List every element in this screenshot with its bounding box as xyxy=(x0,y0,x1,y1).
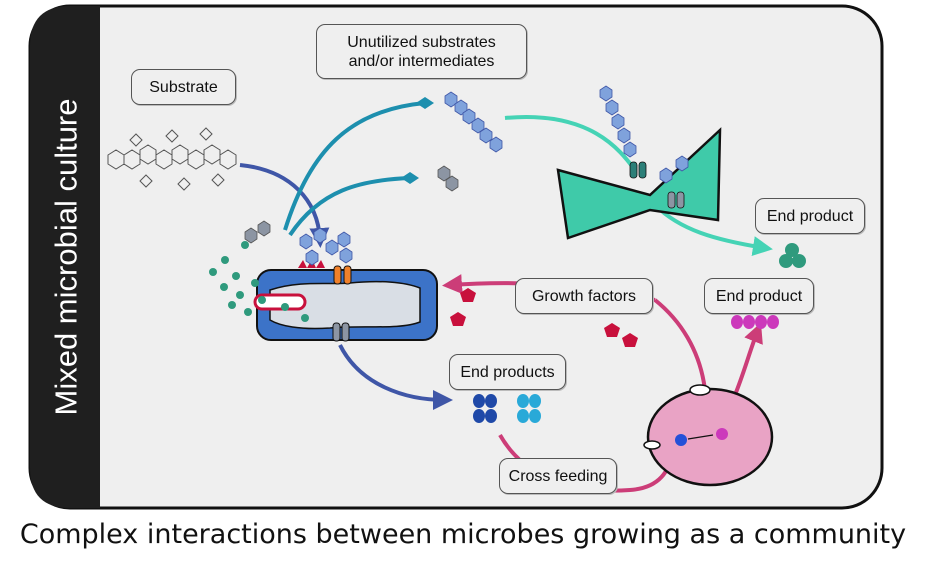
unutilized-label-line2: and/or intermediates xyxy=(348,52,495,70)
grey-molecule-cluster xyxy=(244,220,271,244)
cross-feeding-label: Cross feeding xyxy=(499,458,617,494)
side-title: Mixed microbial culture xyxy=(48,98,83,416)
unutilized-molecule-chain xyxy=(444,91,503,153)
end-product-label-mid: End product xyxy=(704,278,814,314)
magenta-product-icon xyxy=(731,315,779,329)
green-particles xyxy=(209,241,309,322)
substrate-label: Substrate xyxy=(131,69,236,105)
blue-end-products-arrow xyxy=(338,344,453,410)
side-band xyxy=(30,6,100,508)
cyan-product-icon xyxy=(517,394,541,423)
pink-cell-growth-arrow xyxy=(653,298,707,391)
intermediate-arrow-head xyxy=(401,172,419,184)
unutilized-label-line1: Unutilized substrates xyxy=(347,33,496,51)
mint-cell-chain xyxy=(599,85,689,184)
grey-transporter-icon xyxy=(332,322,350,342)
blue-molecule-cluster xyxy=(299,227,353,266)
mint-cell xyxy=(556,127,722,240)
end-product-label-top: End product xyxy=(755,198,865,234)
green-sphere-product-icon xyxy=(779,243,806,268)
end-products-label: End products xyxy=(449,354,566,390)
growth-factor-icons xyxy=(450,288,638,347)
mint-cell-transporters xyxy=(629,161,685,209)
growth-factors-label: Growth factors xyxy=(515,278,653,314)
unutilized-label: Unutilized substrates and/or intermediat… xyxy=(316,24,527,79)
substrate-arrow xyxy=(239,163,330,248)
figure-caption: Complex interactions between microbes gr… xyxy=(19,519,907,550)
pink-cell xyxy=(643,384,774,487)
substrate-molecule-icon xyxy=(107,127,237,191)
unutilized-arrow xyxy=(283,101,426,231)
orange-channel-icon xyxy=(333,265,352,285)
unutilized-arrow-head xyxy=(416,97,434,109)
substrate-to-mint-arrow xyxy=(504,114,637,172)
dark-blue-product-icon xyxy=(473,394,497,423)
pink-end-product-arrow xyxy=(733,322,763,396)
grey-intermediate-icon xyxy=(437,165,459,192)
intermediate-arrow xyxy=(288,176,411,237)
